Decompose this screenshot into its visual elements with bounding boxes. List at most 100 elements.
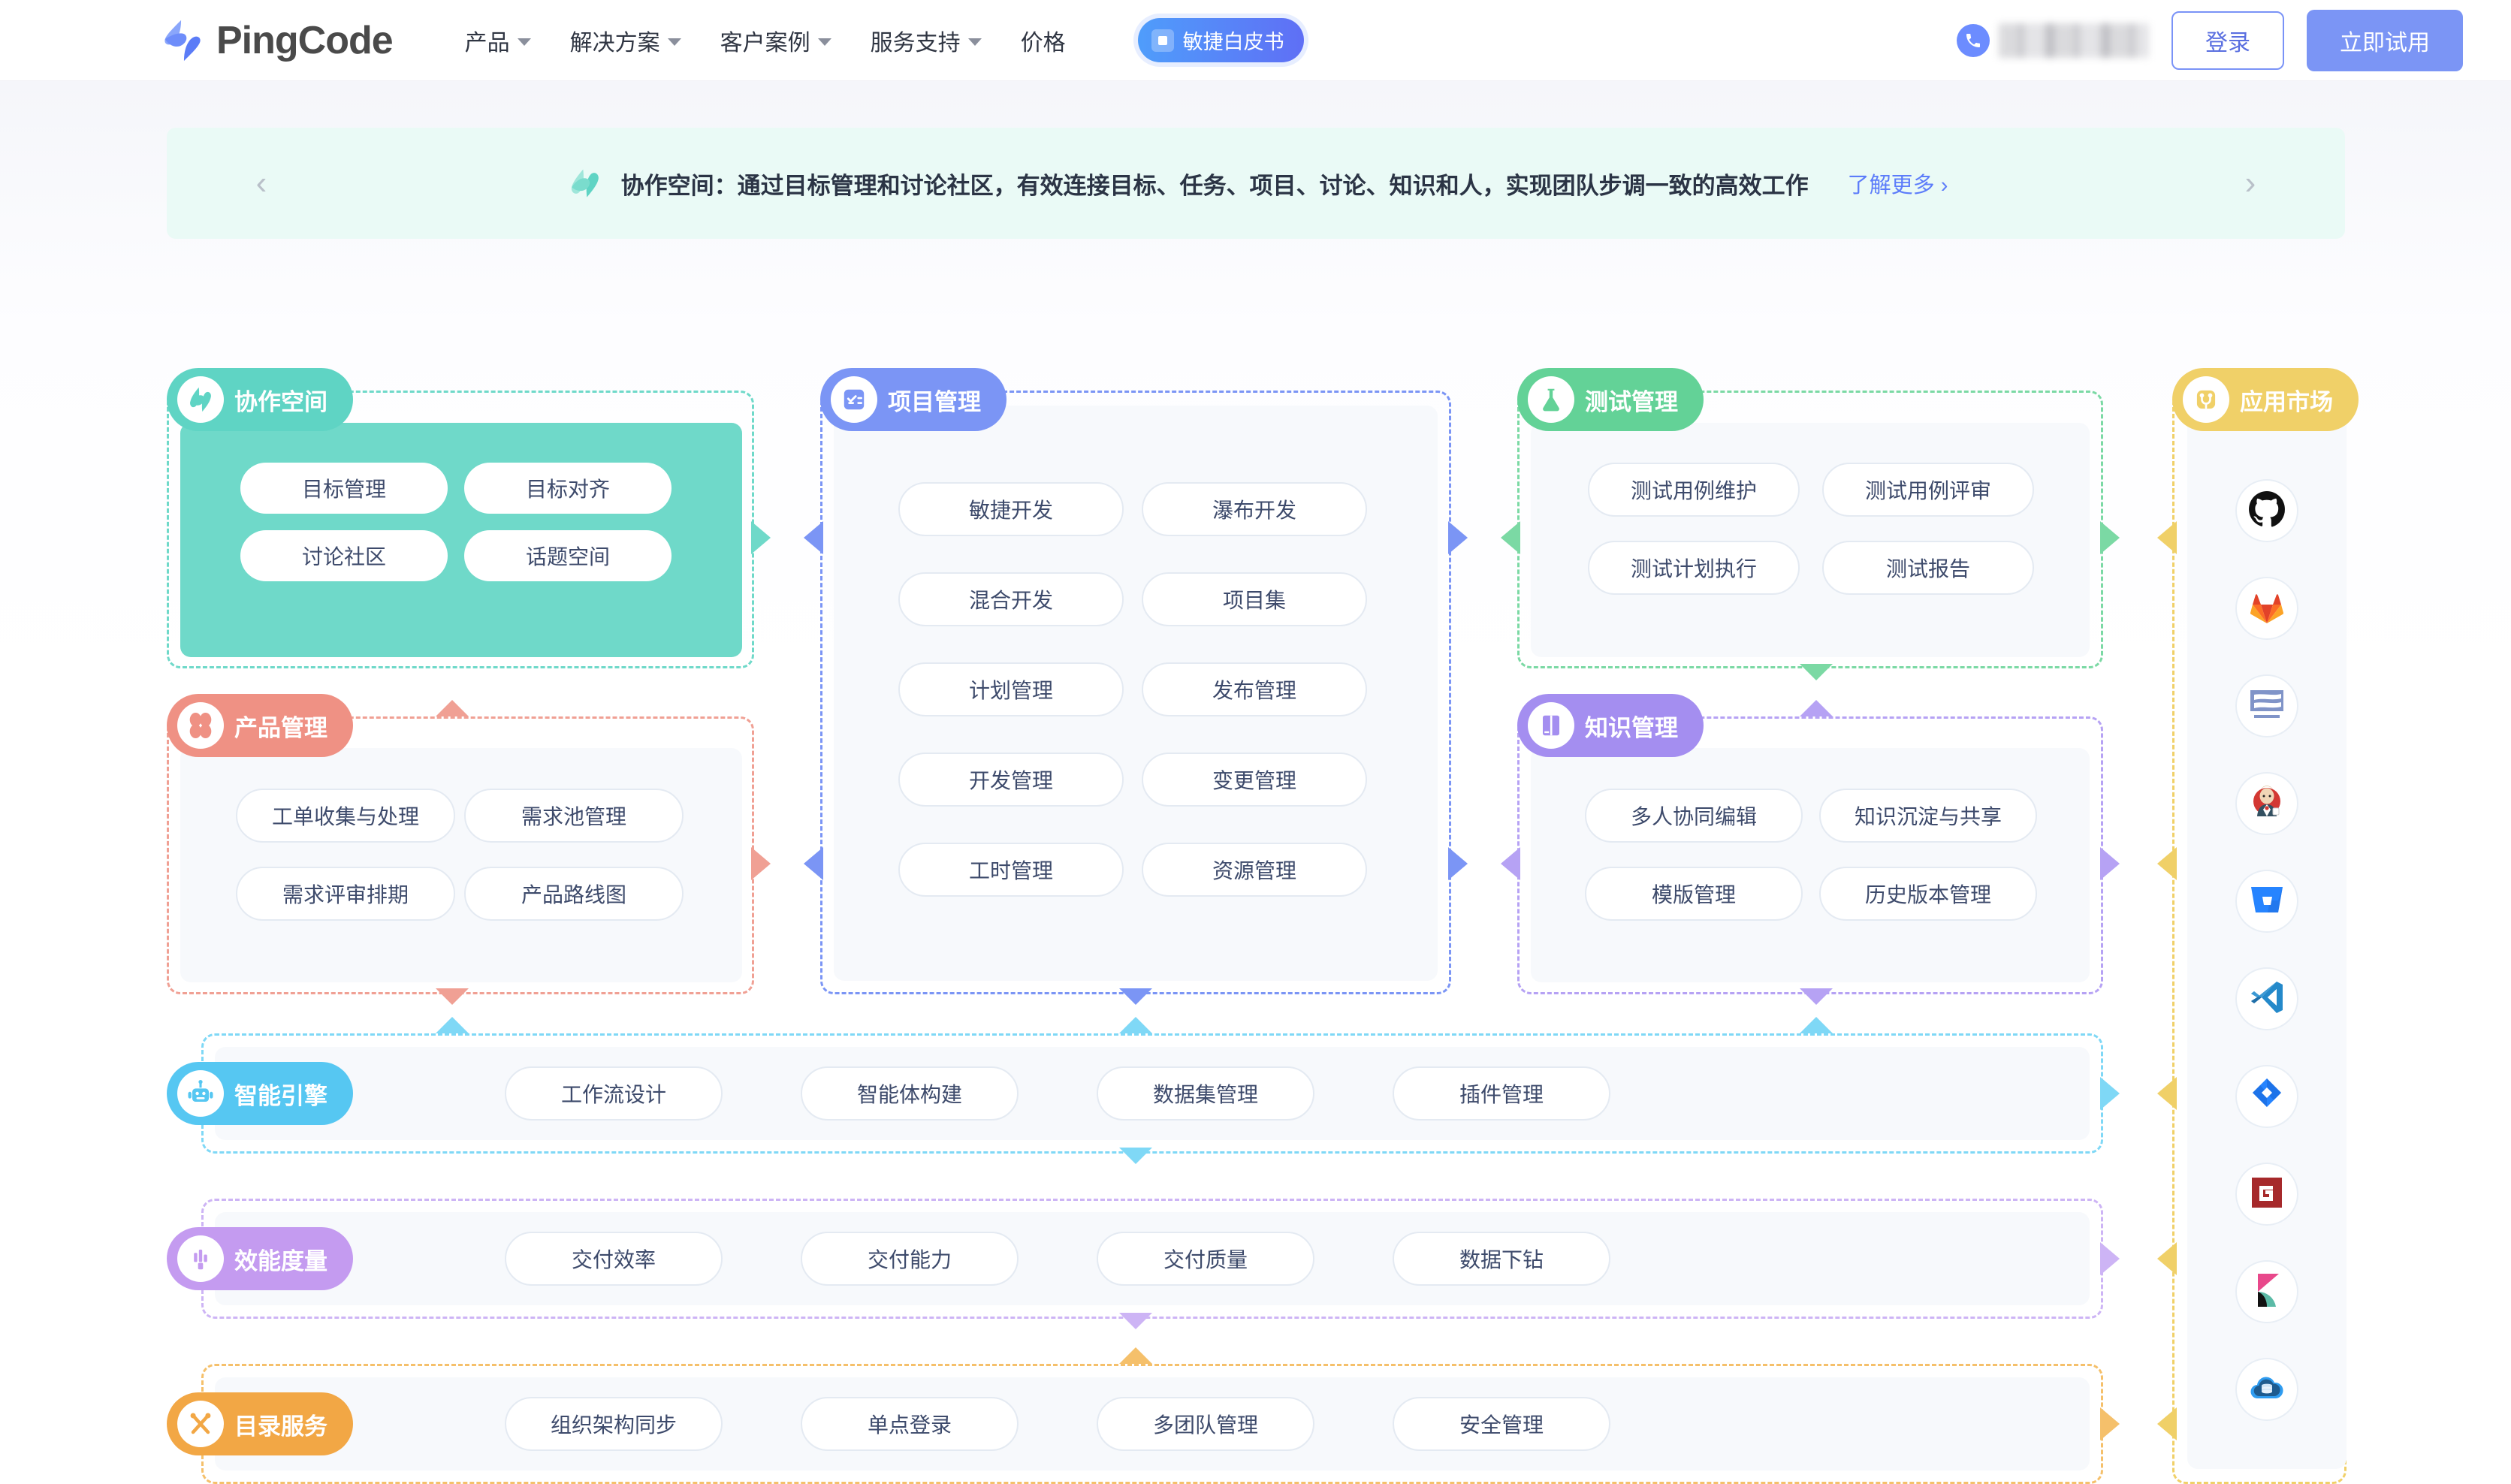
module-pill-knowledge[interactable]: 知识管理 xyxy=(1517,694,1704,757)
arrow-engine-up-right xyxy=(1800,1017,1833,1033)
module-title: 产品管理 xyxy=(234,714,327,741)
chip-product-0[interactable]: 工单收集与处理 xyxy=(236,789,455,843)
kibana-icon xyxy=(2250,1272,2283,1312)
chip-knowledge-3[interactable]: 历史版本管理 xyxy=(1819,867,2037,921)
zone-test-inner xyxy=(1531,423,2090,657)
banner-learn-more-link[interactable]: 了解更多 › xyxy=(1847,173,1948,198)
module-pill-metrics[interactable]: 效能度量 xyxy=(167,1227,353,1290)
chip-project-6[interactable]: 开发管理 xyxy=(898,753,1124,807)
module-pill-directory[interactable]: 目录服务 xyxy=(167,1392,353,1455)
app-kibana[interactable] xyxy=(2235,1260,2298,1323)
app-bitbucket[interactable] xyxy=(2235,870,2298,933)
chip-test-0[interactable]: 测试用例维护 xyxy=(1588,463,1800,517)
nav-item-solutions[interactable]: 解决方案 xyxy=(570,24,681,57)
app-vscode[interactable] xyxy=(2235,967,2298,1030)
brand-logo[interactable]: PingCode xyxy=(159,17,394,64)
nav-label: 价格 xyxy=(1020,30,1066,56)
chip-project-4[interactable]: 计划管理 xyxy=(898,662,1124,716)
module-pill-collab[interactable]: 协作空间 xyxy=(167,368,353,431)
arrow-product-down xyxy=(436,988,469,1005)
chip-metrics-1[interactable]: 交付能力 xyxy=(801,1232,1019,1286)
chip-directory-2[interactable]: 多团队管理 xyxy=(1097,1397,1314,1451)
chip-project-9[interactable]: 资源管理 xyxy=(1142,843,1367,897)
chip-knowledge-1[interactable]: 知识沉淀与共享 xyxy=(1819,789,2037,843)
chip-knowledge-0[interactable]: 多人协同编辑 xyxy=(1585,789,1803,843)
app-cloud-database[interactable] xyxy=(2235,1358,2298,1421)
chip-directory-0[interactable]: 组织架构同步 xyxy=(505,1397,723,1451)
banner-content: 协作空间：通过目标管理和讨论社区，有效连接目标、任务、项目、讨论、知识和人，实现… xyxy=(284,163,2228,204)
arrow-knowledge-up xyxy=(1800,700,1833,716)
chip-directory-3[interactable]: 安全管理 xyxy=(1393,1397,1610,1451)
nav-item-support[interactable]: 服务支持 xyxy=(871,24,982,57)
jenkins-icon xyxy=(2248,783,2286,825)
chip-engine-1[interactable]: 智能体构建 xyxy=(801,1066,1019,1121)
bar-chart-icon xyxy=(177,1235,224,1282)
module-title: 目录服务 xyxy=(234,1413,327,1440)
nav-item-pricing[interactable]: 价格 xyxy=(1021,24,1066,57)
app-subversion[interactable] xyxy=(2235,674,2298,737)
chip-test-3[interactable]: 测试报告 xyxy=(1822,541,2034,595)
chip-project-1[interactable]: 瀑布开发 xyxy=(1142,482,1367,536)
arrow-project-right-bottom xyxy=(1448,847,1468,880)
chip-engine-0[interactable]: 工作流设计 xyxy=(505,1066,723,1121)
banner-next-button[interactable]: › xyxy=(2244,164,2256,201)
chip-engine-2[interactable]: 数据集管理 xyxy=(1097,1066,1314,1121)
app-jira[interactable] xyxy=(2235,1065,2298,1128)
banner-text: 协作空间：通过目标管理和讨论社区，有效连接目标、任务、项目、讨论、知识和人，实现… xyxy=(620,172,1809,199)
free-trial-button[interactable]: 立即试用 xyxy=(2307,9,2463,71)
chip-metrics-3[interactable]: 数据下钻 xyxy=(1393,1232,1610,1286)
header-actions: 登录 立即试用 xyxy=(1957,9,2463,71)
app-gitee[interactable] xyxy=(2235,1163,2298,1226)
banner-prev-button[interactable]: ‹ xyxy=(255,164,267,201)
module-pill-product[interactable]: 产品管理 xyxy=(167,694,353,757)
site-header: PingCode 产品 解决方案 客户案例 服务支持 价格 敏捷白皮书 xyxy=(0,0,2511,81)
chip-directory-1[interactable]: 单点登录 xyxy=(801,1397,1019,1451)
app-github[interactable] xyxy=(2235,479,2298,542)
chip-collab-1[interactable]: 目标对齐 xyxy=(464,463,672,514)
brand-name: PingCode xyxy=(216,18,394,62)
module-pill-project[interactable]: 项目管理 xyxy=(820,368,1007,431)
chip-test-2[interactable]: 测试计划执行 xyxy=(1588,541,1800,595)
chip-project-2[interactable]: 混合开发 xyxy=(898,572,1124,626)
chip-collab-0[interactable]: 目标管理 xyxy=(240,463,448,514)
arrow-product-up xyxy=(436,700,469,716)
chip-metrics-2[interactable]: 交付质量 xyxy=(1097,1232,1314,1286)
app-gitlab[interactable] xyxy=(2235,577,2298,640)
module-pill-engine[interactable]: 智能引擎 xyxy=(167,1062,353,1125)
arrow-knowledge-right xyxy=(2100,847,2120,880)
chip-project-0[interactable]: 敏捷开发 xyxy=(898,482,1124,536)
chip-project-3[interactable]: 项目集 xyxy=(1142,572,1367,626)
vscode-icon xyxy=(2248,979,2286,1020)
nav-label: 产品 xyxy=(464,30,510,56)
chip-project-7[interactable]: 变更管理 xyxy=(1142,753,1367,807)
arrow-market-left-b xyxy=(2157,847,2177,880)
arrow-engine-right xyxy=(2100,1077,2120,1110)
arrow-test-right xyxy=(2100,521,2120,554)
chip-project-5[interactable]: 发布管理 xyxy=(1142,662,1367,716)
jira-icon xyxy=(2248,1076,2286,1118)
chip-metrics-0[interactable]: 交付效率 xyxy=(505,1232,723,1286)
chip-product-1[interactable]: 需求池管理 xyxy=(464,789,684,843)
handshake-icon xyxy=(177,376,224,423)
chip-test-1[interactable]: 测试用例评审 xyxy=(1822,463,2034,517)
app-jenkins[interactable] xyxy=(2235,772,2298,835)
chip-knowledge-2[interactable]: 模版管理 xyxy=(1585,867,1803,921)
login-button[interactable]: 登录 xyxy=(2171,11,2284,70)
pingcode-logo-icon xyxy=(159,17,206,64)
gitee-icon xyxy=(2250,1176,2283,1213)
whitepaper-button[interactable]: 敏捷白皮书 xyxy=(1137,18,1304,62)
contact-phone[interactable] xyxy=(1957,23,2149,58)
arrow-project-left-top xyxy=(804,521,823,554)
nav-item-products[interactable]: 产品 xyxy=(465,24,531,57)
chip-product-2[interactable]: 需求评审排期 xyxy=(236,867,455,921)
module-pill-market[interactable]: 应用市场 xyxy=(2172,368,2359,431)
chip-product-3[interactable]: 产品路线图 xyxy=(464,867,684,921)
chip-collab-3[interactable]: 话题空间 xyxy=(464,530,672,581)
chip-project-8[interactable]: 工时管理 xyxy=(898,843,1124,897)
nav-label: 客户案例 xyxy=(720,30,810,56)
whitepaper-label: 敏捷白皮书 xyxy=(1182,31,1284,53)
module-pill-test[interactable]: 测试管理 xyxy=(1517,368,1704,431)
nav-item-cases[interactable]: 客户案例 xyxy=(720,24,831,57)
chip-engine-3[interactable]: 插件管理 xyxy=(1393,1066,1610,1121)
chip-collab-2[interactable]: 讨论社区 xyxy=(240,530,448,581)
